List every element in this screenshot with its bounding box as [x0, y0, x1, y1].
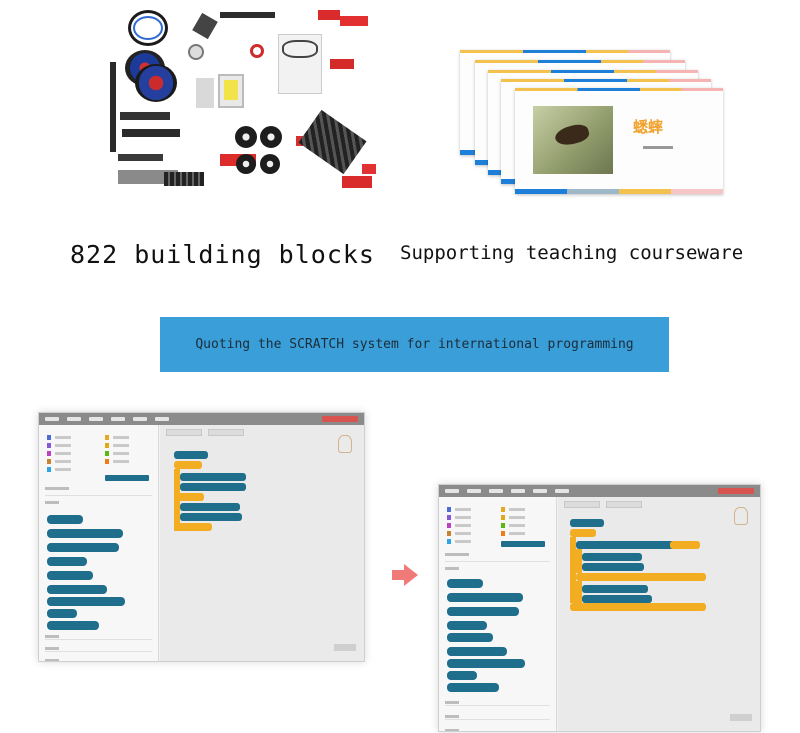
courseware-slide-subtitle — [643, 146, 673, 149]
scratch-menu-bar — [439, 485, 760, 497]
cricket-photo — [533, 106, 613, 174]
courseware-caption: Supporting teaching courseware — [400, 242, 744, 264]
scratch-banner: Quoting the SCRATCH system for internati… — [160, 317, 669, 372]
zoom-controls[interactable] — [334, 644, 356, 651]
scratch-banner-text: Quoting the SCRATCH system for internati… — [195, 337, 634, 352]
building-blocks-caption: 822 building blocks — [70, 240, 375, 269]
courseware-slide-title: 蟋蟀 — [633, 118, 664, 136]
block-palette — [39, 425, 159, 661]
zoom-controls[interactable] — [730, 714, 752, 721]
right-arrow-icon — [392, 564, 418, 586]
block-palette — [439, 497, 557, 731]
scratch-editor-window-right — [438, 484, 761, 732]
scripts-area[interactable] — [160, 425, 364, 661]
sprite-icon — [338, 435, 352, 453]
courseware-slide-front: 蟋蟀 — [515, 88, 723, 194]
scripts-area[interactable] — [558, 497, 760, 731]
building-blocks-image — [100, 4, 385, 194]
sprite-icon — [734, 507, 748, 525]
scratch-menu-bar — [39, 413, 364, 425]
scratch-editor-window-left — [38, 412, 365, 662]
courseware-slides-image: 蟋蟀 — [460, 50, 725, 195]
